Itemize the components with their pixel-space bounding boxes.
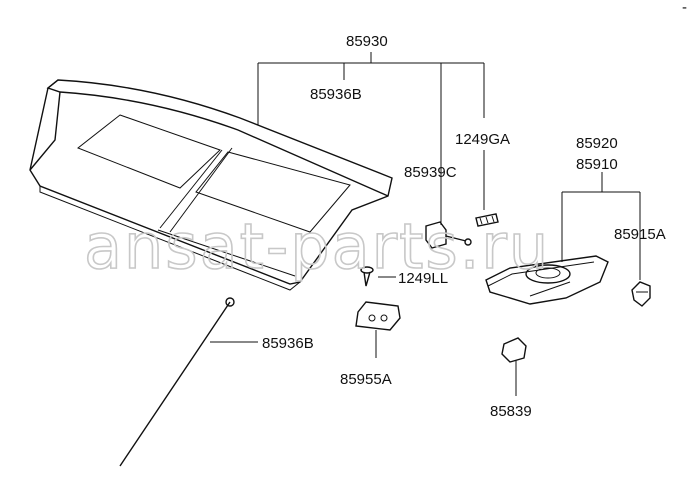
screw-1249ll: [360, 266, 396, 287]
label-85939c: 85939C: [404, 164, 457, 181]
label-1249ll: 1249LL: [398, 270, 448, 287]
label-1249ga: 1249GA: [455, 131, 510, 148]
screw-1249ga: [475, 213, 499, 227]
label-85930: 85930: [346, 33, 388, 50]
label-85955a: 85955A: [340, 371, 392, 388]
rod-85936b: [119, 297, 258, 467]
watermark: ansat-parts.ru: [84, 210, 550, 283]
clip-85839: [501, 337, 527, 396]
label-85936b-top: 85936B: [310, 86, 362, 103]
callout-85930: [257, 52, 485, 225]
label-85920: 85920: [576, 135, 618, 152]
label-85936b-rod: 85936B: [262, 335, 314, 352]
label-85910: 85910: [576, 156, 618, 173]
label-85915a: 85915A: [614, 226, 666, 243]
switch-85939c: [425, 221, 472, 249]
bracket-85955a: [355, 301, 401, 358]
lamp-85920: [485, 172, 641, 305]
package-tray-shelf: [29, 79, 393, 291]
clip-85915a: [631, 281, 651, 307]
corner-mark: -: [682, 0, 687, 16]
label-85839: 85839: [490, 403, 532, 420]
